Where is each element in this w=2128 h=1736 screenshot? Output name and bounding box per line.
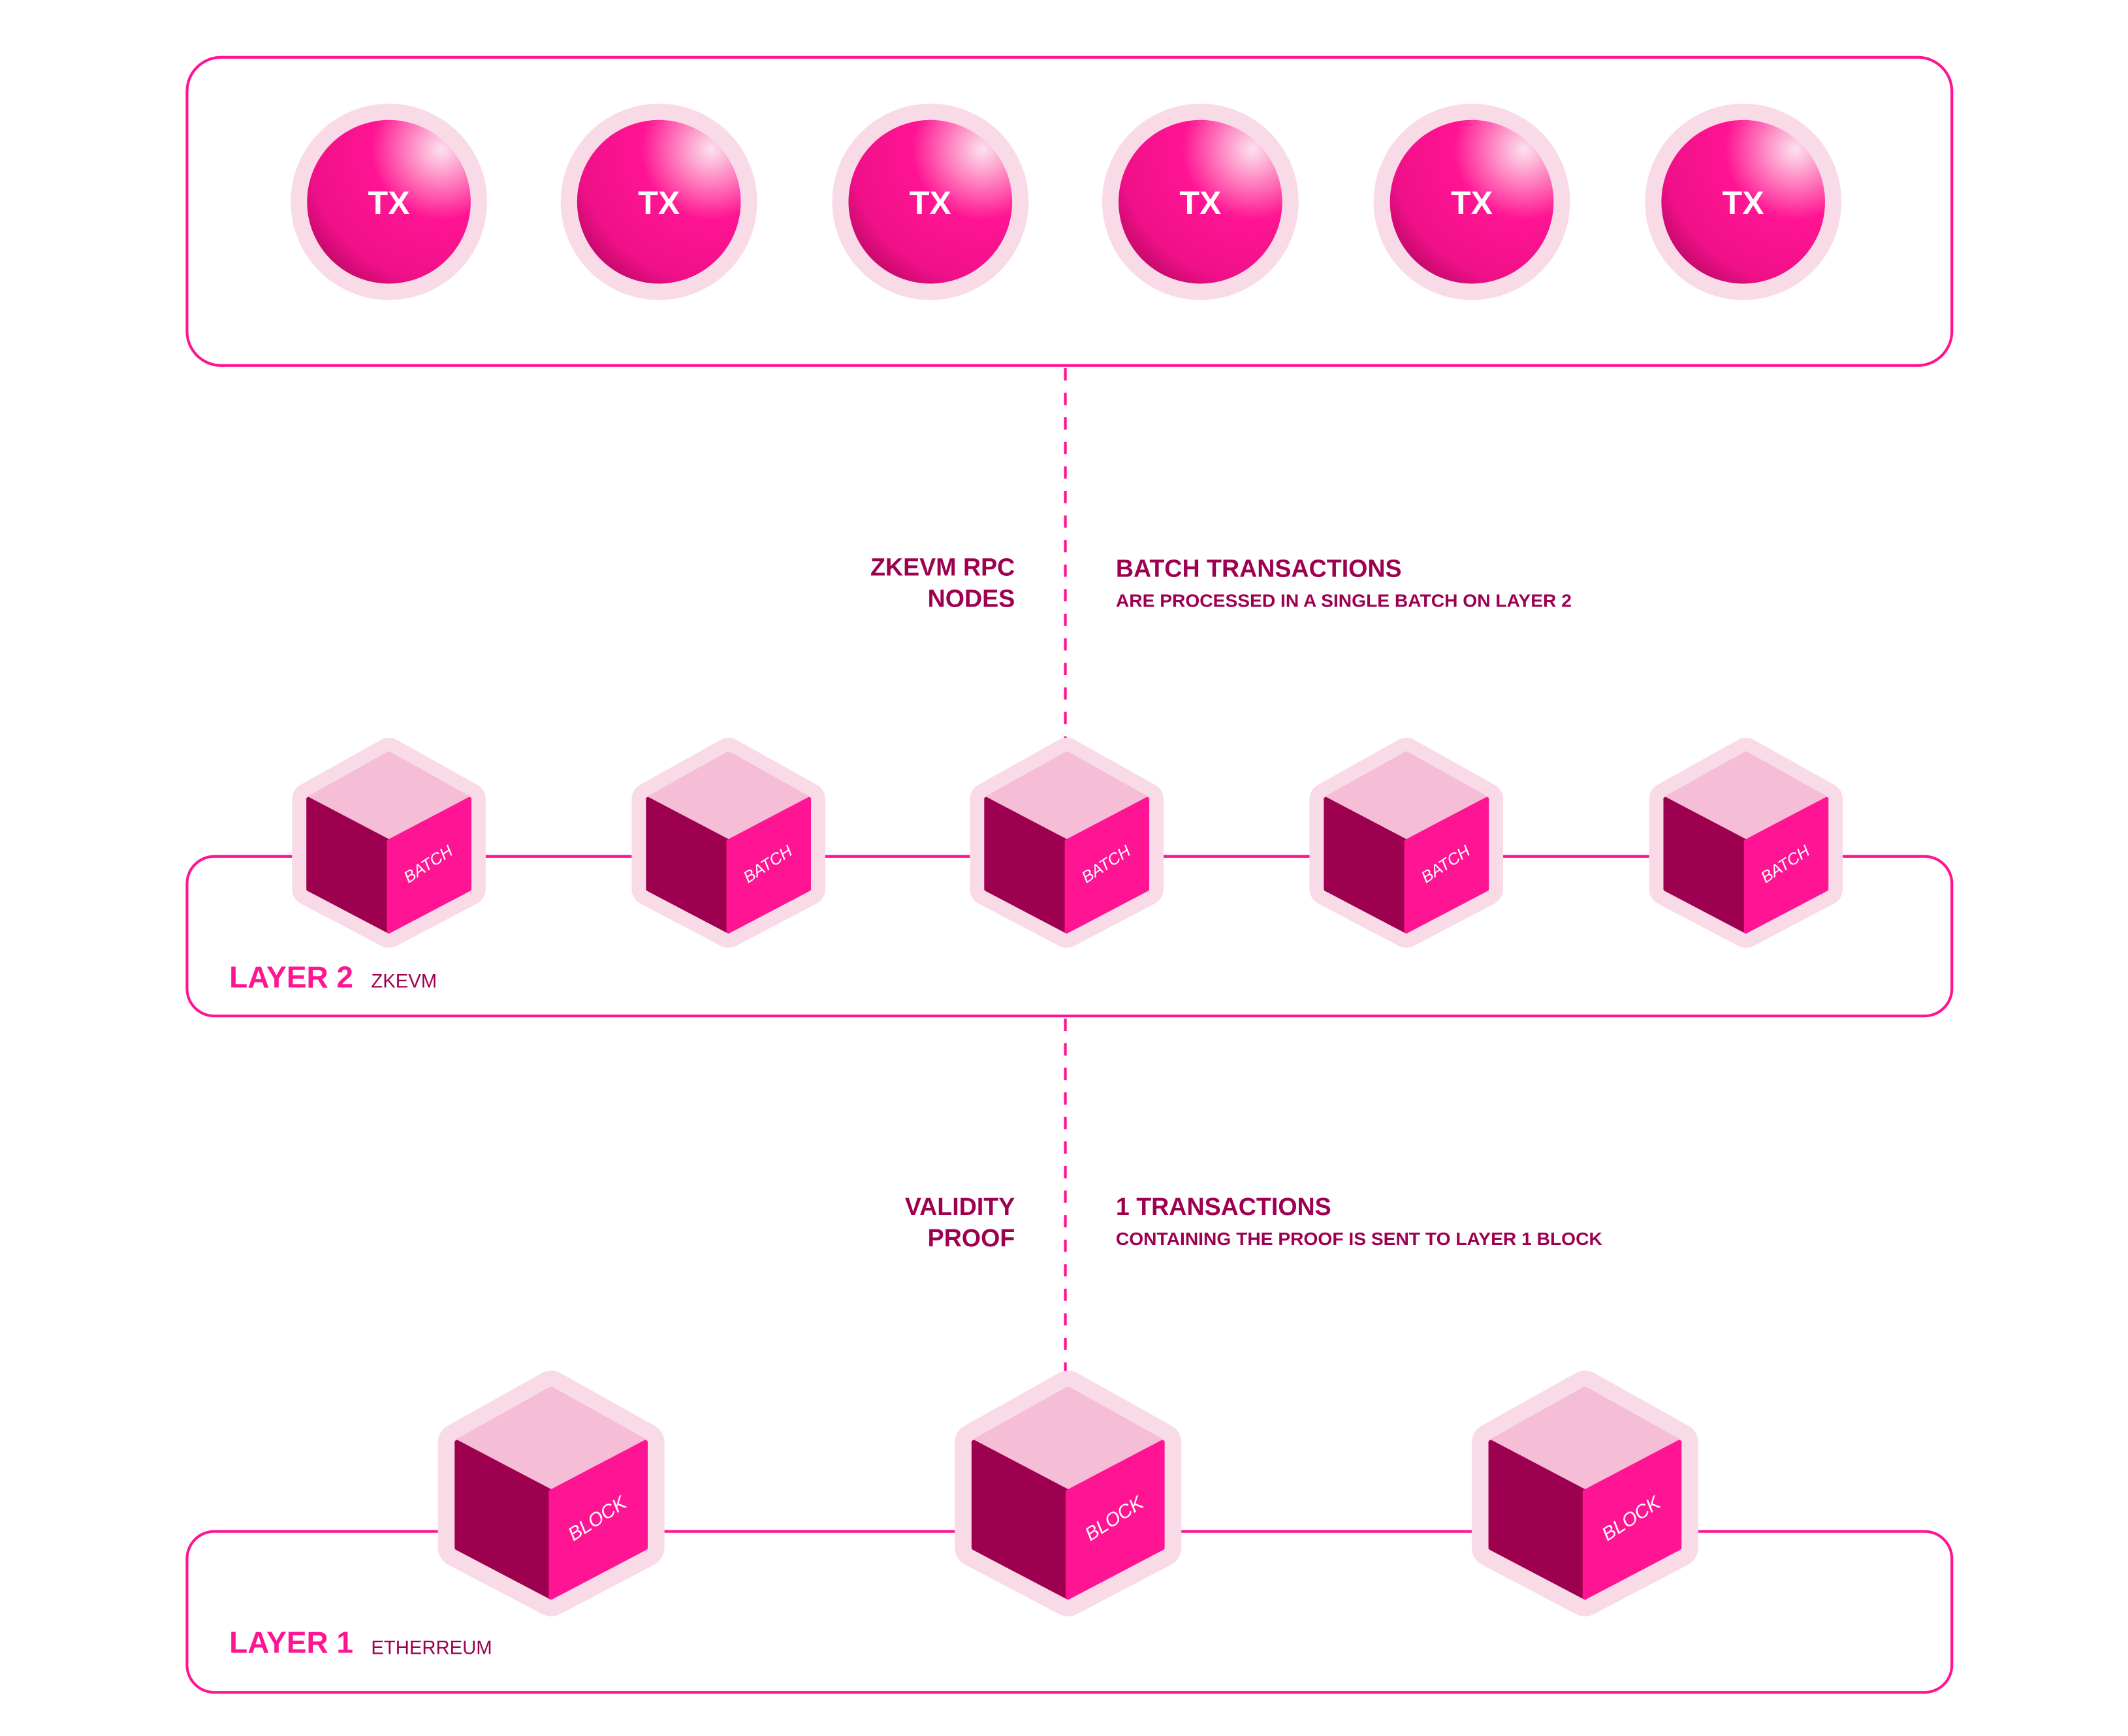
batch-cube: BATCH (648, 754, 808, 932)
tx-circle: TX (832, 103, 1029, 300)
tx-circle: TX (1645, 103, 1842, 300)
tx-label: TX (1451, 185, 1493, 221)
batch-cube: BATCH (1666, 754, 1826, 932)
transactions-pool-box (185, 55, 1954, 367)
tx-label: TX (1179, 185, 1221, 221)
layer1-sublabel: ETHERREUM (371, 1638, 492, 1659)
step2-subtitle: CONTAINING THE PROOF IS SENT TO LAYER 1 … (1116, 1228, 1603, 1249)
layer2-sublabel: ZKEVM (371, 971, 437, 992)
tx-label: TX (910, 185, 951, 221)
batch-cube: BATCH (308, 754, 469, 932)
step2-left-label-line2: PROOF (928, 1224, 1015, 1252)
step2-title: 1 TRANSACTIONS (1116, 1193, 1331, 1220)
tx-label: TX (368, 185, 410, 221)
layer2-label: LAYER 2 (229, 960, 353, 994)
tx-circle: TX (560, 103, 757, 300)
tx-list: TX TX TX TX TX TX (291, 103, 1842, 300)
block-cube: BLOCK (1491, 1390, 1679, 1598)
tx-label: TX (1723, 185, 1764, 221)
batch-cube: BATCH (1326, 754, 1487, 932)
tx-circle: TX (1373, 103, 1570, 300)
tx-circle: TX (1102, 103, 1299, 300)
step1-left-label-line1: ZKEVM RPC (870, 553, 1015, 580)
block-cube: BLOCK (457, 1390, 645, 1598)
tx-label: TX (638, 185, 680, 221)
step1-title: BATCH TRANSACTIONS (1116, 555, 1402, 582)
step1-left-label-line2: NODES (928, 585, 1015, 612)
batch-list: BATCH BATCH BATCH BATCH BATCH (308, 754, 1826, 932)
tx-circle: TX (291, 103, 487, 300)
block-cube: BLOCK (974, 1390, 1162, 1598)
layer1-label: LAYER 1 (229, 1626, 353, 1660)
batch-cube: BATCH (986, 754, 1147, 932)
step2-left-label-line1: VALIDITY (905, 1193, 1015, 1220)
block-list: BLOCK BLOCK BLOCK (457, 1390, 1679, 1598)
step1-subtitle: ARE PROCESSED IN A SINGLE BATCH ON LAYER… (1116, 590, 1572, 611)
